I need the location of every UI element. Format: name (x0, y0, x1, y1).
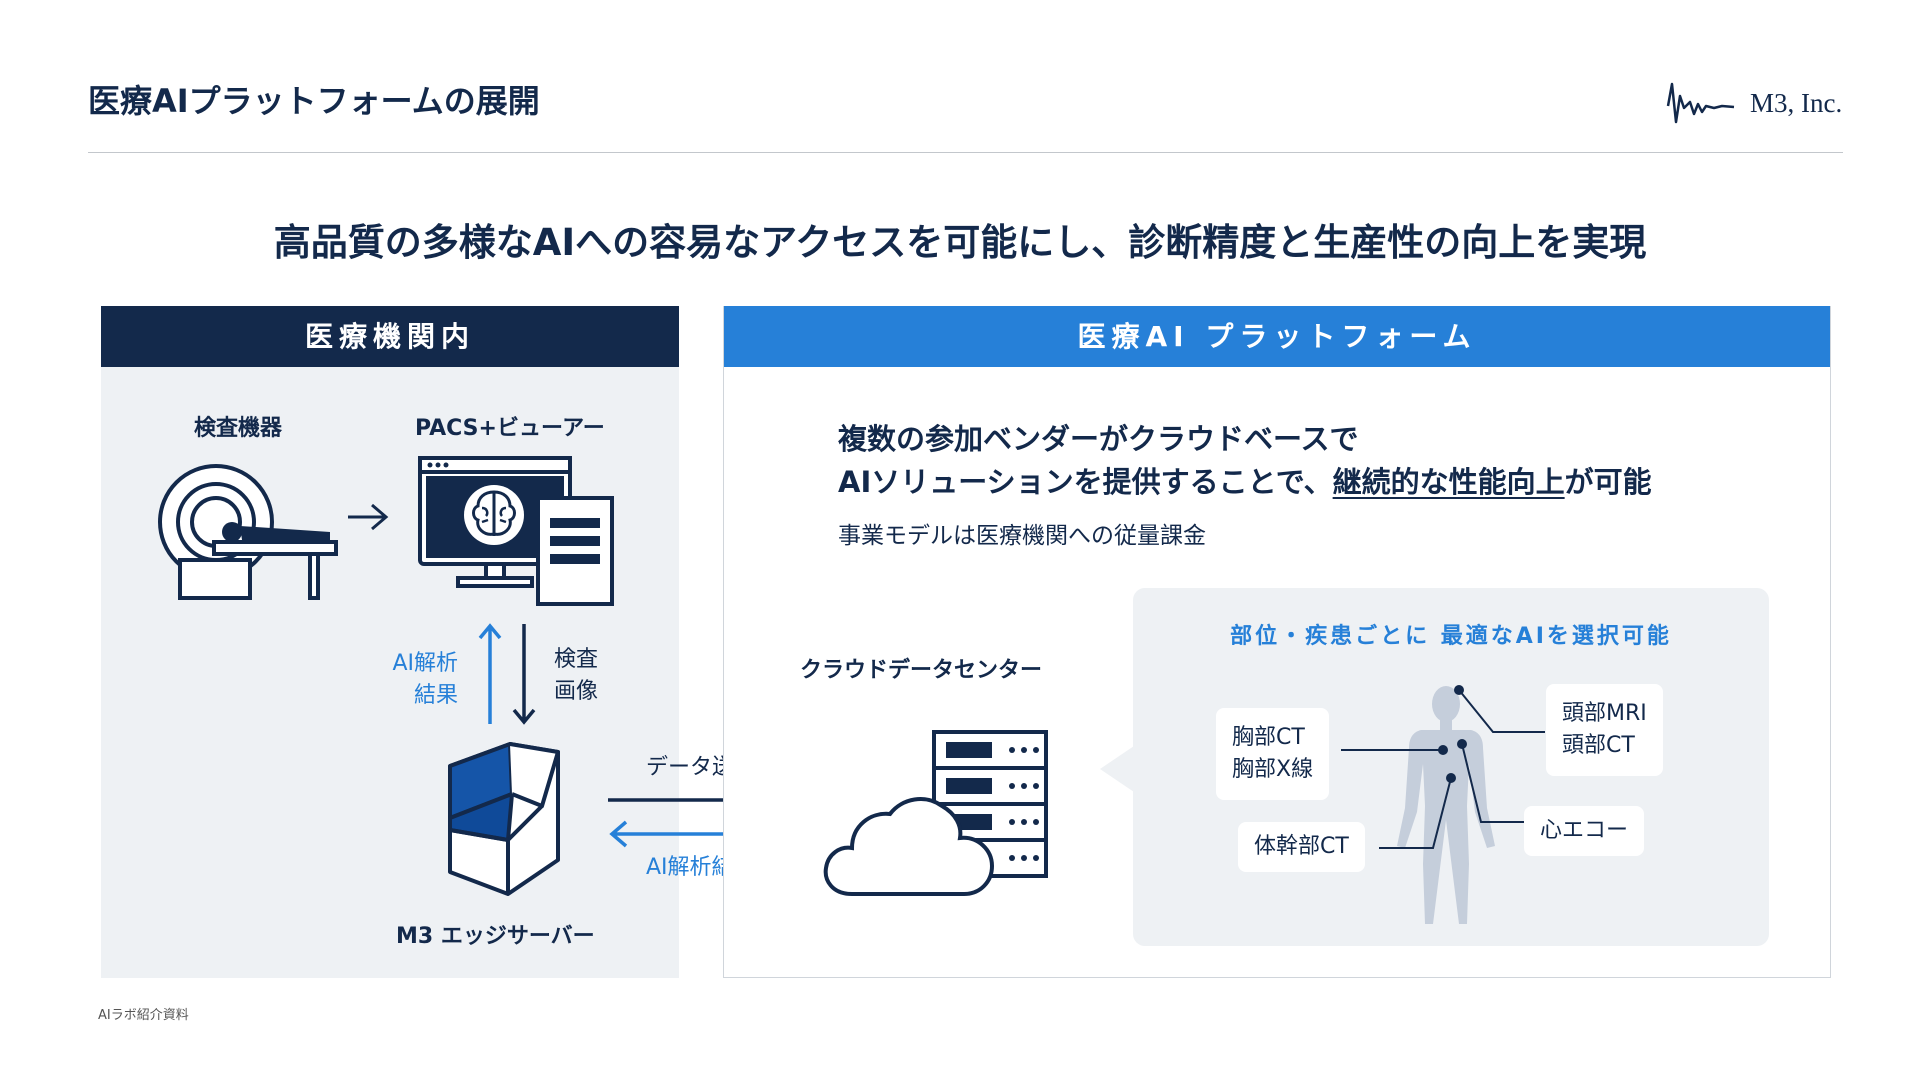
exam-image-label: 検査画像 (554, 647, 599, 704)
header-divider (88, 152, 1843, 153)
signature-wave-icon (1666, 82, 1735, 124)
ai-selection-title: 部位・疾患ごとに 最適なAIを選択可能 (1230, 624, 1672, 649)
card-trunk: 体幹部CT (1238, 822, 1365, 872)
platform-panel-title: 医療AI プラットフォーム (724, 306, 1830, 367)
cloud-datacenter-label: クラウドデータセンター (800, 658, 1043, 683)
pacs-label: PACS+ビューアー (415, 416, 605, 441)
device-label: 検査機器 (194, 416, 283, 441)
page-title: 医療AIプラットフォームの展開 (88, 82, 540, 120)
callout-pointer-icon (1100, 746, 1134, 792)
human-body-icon (1341, 685, 1545, 924)
arrow-right-icon (348, 503, 389, 531)
pacs-monitor-icon (418, 456, 614, 606)
cloud-server-icon (823, 730, 1048, 896)
edge-server-icon (448, 742, 560, 896)
hospital-panel (101, 306, 679, 978)
hospital-panel-title: 医療機関内 (101, 306, 679, 367)
company-name: M3, Inc. (1750, 88, 1843, 118)
business-model-note: 事業モデルは医療機関への従量課金 (838, 523, 1206, 549)
emphasis-text: 継続的な性能向上 (1332, 465, 1565, 499)
company-logo: M3, Inc. (1664, 76, 1854, 132)
footer-note: AIラボ紹介資料 (98, 1008, 189, 1023)
vertical-arrows-icon (478, 623, 536, 725)
ai-result-up-label: AI解析結果 (392, 651, 458, 708)
edge-server-label: M3 エッジサーバー (396, 924, 595, 949)
headline: 高品質の多様なAIへの容易なアクセスを可能にし、診断精度と生産性の向上を実現 (273, 221, 1647, 264)
card-heart: 心エコー (1524, 806, 1645, 856)
platform-description: 複数の参加ベンダーがクラウドベースで AIソリューションを提供することで、継続的… (838, 422, 1652, 499)
ct-scanner-icon (158, 464, 338, 600)
